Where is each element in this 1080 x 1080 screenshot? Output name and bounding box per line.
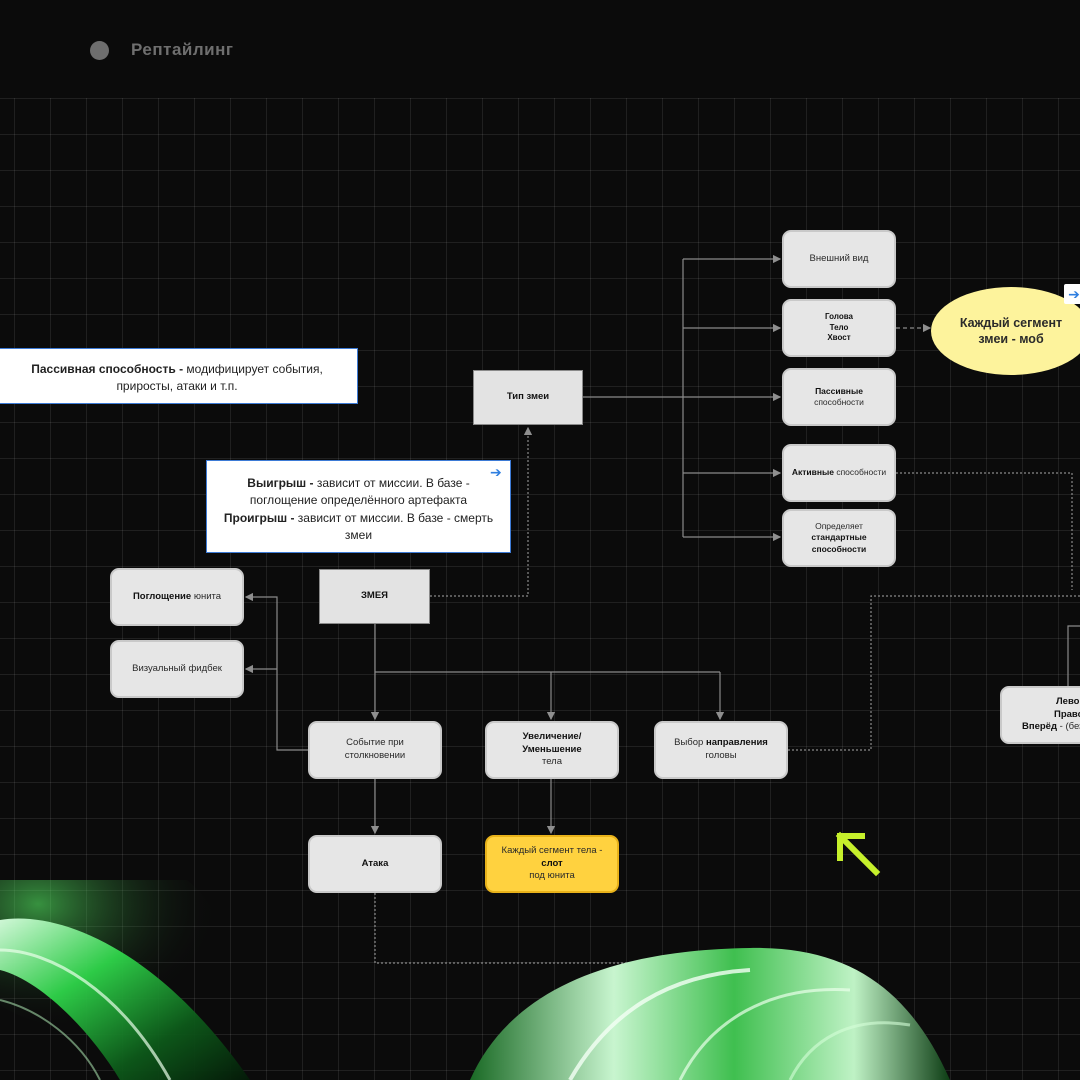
- segment-slot-node[interactable]: Каждый сегмент тела - слот под юнита: [485, 835, 619, 893]
- standard-pre: Определяет: [815, 520, 863, 531]
- standard-post: способности: [811, 543, 867, 554]
- lose-bold: Проигрыш -: [223, 510, 295, 525]
- visual-feedback-label: Визуальный фидбек: [132, 662, 222, 674]
- direction-options-node[interactable]: Лево Право Вперёд - (без: [1000, 686, 1080, 744]
- standard-bold: стандартные: [811, 532, 867, 543]
- direction-pre: Выбор: [674, 737, 706, 749]
- grow-rest: тела: [541, 756, 563, 768]
- passive-ability-note: Пассивная способность - модифицирует соб…: [0, 348, 358, 404]
- note-bold: Пассивная способность -: [31, 362, 184, 376]
- arrow-right-icon[interactable]: ➔: [1064, 284, 1080, 304]
- snake-type-node[interactable]: Тип змеи: [473, 370, 583, 425]
- page-title: Рептайлинг: [131, 40, 234, 59]
- passive-bold: Пассивные: [815, 385, 863, 396]
- active-bold: Активные: [791, 467, 834, 478]
- body-label: Тело: [829, 322, 849, 332]
- note-text: модифицирует события, приросты, атаки и …: [116, 362, 323, 394]
- status-dot: [90, 41, 109, 60]
- head-label: Голова: [825, 312, 853, 322]
- segment-mob-ellipse[interactable]: Каждый сегмент змеи - моб: [931, 287, 1080, 375]
- win-lose-note: Выигрыш - зависит от миссии. В базе - по…: [206, 460, 511, 553]
- direction-post: головы: [705, 750, 737, 761]
- win-bold: Выигрыш -: [247, 476, 314, 490]
- tail-label: Хвост: [827, 333, 851, 343]
- passive-rest: способности: [814, 397, 864, 407]
- dir-forward-bold: Вперёд: [1022, 721, 1057, 733]
- slot-bold: слот: [541, 857, 563, 869]
- passive-abilities-node[interactable]: Пассивные способности: [782, 368, 896, 426]
- absorb-bold: Поглощение: [132, 590, 192, 602]
- leaf-left-decoration: [0, 880, 250, 1080]
- arrow-right-icon[interactable]: ➔: [490, 464, 502, 480]
- active-rest: способности: [833, 467, 887, 478]
- win-text: зависит от миссии. В базе - поглощение о…: [249, 476, 470, 508]
- visual-feedback-node[interactable]: Визуальный фидбек: [110, 640, 244, 698]
- dir-left-label: Лево: [1056, 695, 1080, 707]
- grow-bold: Увеличение/Уменьшение: [522, 730, 582, 755]
- appearance-label: Внешний вид: [809, 252, 869, 264]
- slot-pre: Каждый сегмент тела -: [501, 844, 603, 856]
- lose-text: зависит от миссии. В базе - смерть змеи: [294, 510, 494, 543]
- snake-node[interactable]: ЗМЕЯ: [319, 569, 430, 624]
- segment-mob-label: Каждый сегмент змеи - моб: [959, 315, 1063, 346]
- absorb-rest: юнита: [191, 590, 222, 602]
- absorb-unit-node[interactable]: Поглощение юнита: [110, 568, 244, 626]
- direction-bold: направления: [705, 737, 768, 749]
- attack-label: Атака: [361, 857, 389, 869]
- attack-node[interactable]: Атака: [308, 835, 442, 893]
- grow-shrink-node[interactable]: Увеличение/Уменьшение тела: [485, 721, 619, 779]
- snake-label: ЗМЕЯ: [360, 590, 389, 602]
- head-body-tail-node[interactable]: Голова Тело Хвост: [782, 299, 896, 357]
- arrow-up-left-icon: [835, 831, 881, 877]
- snake-type-label: Тип змеи: [506, 391, 550, 403]
- collision-event-node[interactable]: Событие при столкновении: [308, 721, 442, 779]
- appearance-node[interactable]: Внешний вид: [782, 230, 896, 288]
- slot-post: под юнита: [529, 870, 575, 882]
- standard-abilities-node[interactable]: Определяет стандартные способности: [782, 509, 896, 567]
- dir-forward-rest: - (без: [1059, 721, 1080, 733]
- active-abilities-node[interactable]: Активные способности: [782, 444, 896, 502]
- direction-choice-node[interactable]: Выбор направления головы: [654, 721, 788, 779]
- dir-right-label: Право: [1054, 708, 1080, 720]
- leaf-center-decoration: [470, 947, 950, 1080]
- collision-label: Событие при столкновении: [344, 737, 406, 761]
